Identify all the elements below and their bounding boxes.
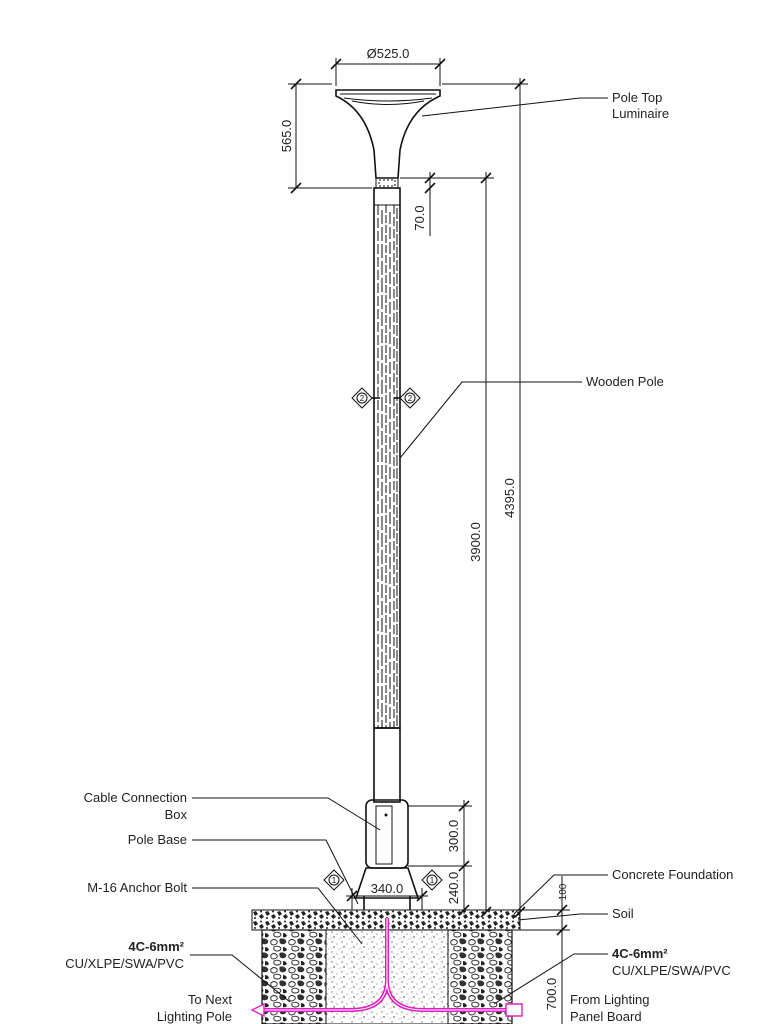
dim-text-overall-height: 4395.0: [502, 478, 517, 518]
section-tag-1-left: 1: [323, 869, 345, 891]
wooden-pole: [373, 187, 401, 803]
callout-cable-box: Cable Connection Box: [84, 790, 381, 831]
cable-route: [262, 918, 512, 1012]
callout-cable-right-line1: 4C-6mm²: [612, 946, 668, 961]
cable-connection-box: [365, 799, 409, 869]
dim-text-luminaire-diameter: Ø525.0: [367, 46, 410, 61]
callout-cable-right-line2: CU/XLPE/SWA/PVC: [612, 963, 731, 978]
section-tag-1-right: 1: [421, 869, 443, 891]
callout-anchor-bolt-text: M-16 Anchor Bolt: [87, 880, 187, 895]
section-tag-1-left-text: 1: [332, 876, 337, 885]
label-to-next-pole: To Next Lighting Pole: [157, 992, 233, 1024]
callout-pole-top-luminaire: Pole Top Luminaire: [421, 90, 669, 121]
label-from-panel-line1: From Lighting: [570, 992, 649, 1007]
callout-pole-top-line1: Pole Top: [612, 90, 662, 105]
callout-soil-text: Soil: [612, 906, 634, 921]
dim-text-foundation-top: 100: [558, 883, 569, 900]
dim-luminaire-diameter: Ø525.0: [330, 46, 446, 86]
dim-luminaire-height: 565.0: [279, 78, 372, 194]
dim-text-box-height: 300.0: [446, 820, 461, 853]
dim-collar-height: 70.0: [400, 172, 438, 236]
dim-text-base-height: 240.0: [446, 872, 461, 905]
dim-overall-height: 4395.0: [442, 78, 528, 918]
callout-wooden-pole: Wooden Pole: [399, 374, 664, 459]
dim-text-base-width: 340.0: [371, 881, 404, 896]
label-from-panel: From Lighting Panel Board: [570, 992, 649, 1024]
callout-cable-box-line1: Cable Connection: [84, 790, 187, 805]
dim-text-pole-height: 3900.0: [468, 522, 483, 562]
section-tag-2-right: 2: [399, 387, 421, 409]
callout-concrete-foundation-text: Concrete Foundation: [612, 867, 733, 882]
section-tag-2-left: 2: [351, 387, 373, 409]
callout-cable-left: 4C-6mm² CU/XLPE/SWA/PVC: [65, 939, 291, 1003]
callout-soil: Soil: [517, 906, 634, 921]
section-tag-2-right-text: 2: [408, 394, 413, 403]
section-tag-2-left-text: 2: [360, 394, 365, 403]
dim-text-luminaire-height: 565.0: [279, 120, 294, 153]
callout-pole-base: Pole Base: [128, 832, 359, 905]
callout-concrete-foundation: Concrete Foundation: [513, 867, 733, 915]
callout-pole-base-text: Pole Base: [128, 832, 187, 847]
callout-anchor-bolt: M-16 Anchor Bolt: [87, 880, 363, 945]
label-from-panel-line2: Panel Board: [570, 1009, 642, 1024]
dim-text-foundation-depth: 700.0: [544, 978, 559, 1011]
dim-pole-height: 3900.0: [400, 172, 494, 918]
callout-pole-top-line2: Luminaire: [612, 106, 669, 121]
section-tag-1-right-text: 1: [430, 876, 435, 885]
dim-foundation: 100 700.0: [520, 876, 570, 1024]
pole-top-luminaire: [335, 89, 441, 189]
callout-cable-right: 4C-6mm² CU/XLPE/SWA/PVC: [493, 946, 731, 1005]
callout-wooden-pole-text: Wooden Pole: [586, 374, 664, 389]
callout-cable-left-line2: CU/XLPE/SWA/PVC: [65, 956, 184, 971]
label-to-next-line2: Lighting Pole: [157, 1009, 232, 1024]
dim-box-and-base: 300.0 240.0: [408, 800, 472, 916]
cable-arrow-left: [250, 1002, 265, 1018]
cable-arrow-right: [505, 1003, 523, 1017]
callout-cable-box-line2: Box: [165, 807, 188, 822]
dim-text-collar-height: 70.0: [412, 205, 427, 230]
label-to-next-line1: To Next: [188, 992, 232, 1007]
callout-cable-left-line1: 4C-6mm²: [128, 939, 184, 954]
dim-base-width: 340.0: [346, 881, 428, 904]
